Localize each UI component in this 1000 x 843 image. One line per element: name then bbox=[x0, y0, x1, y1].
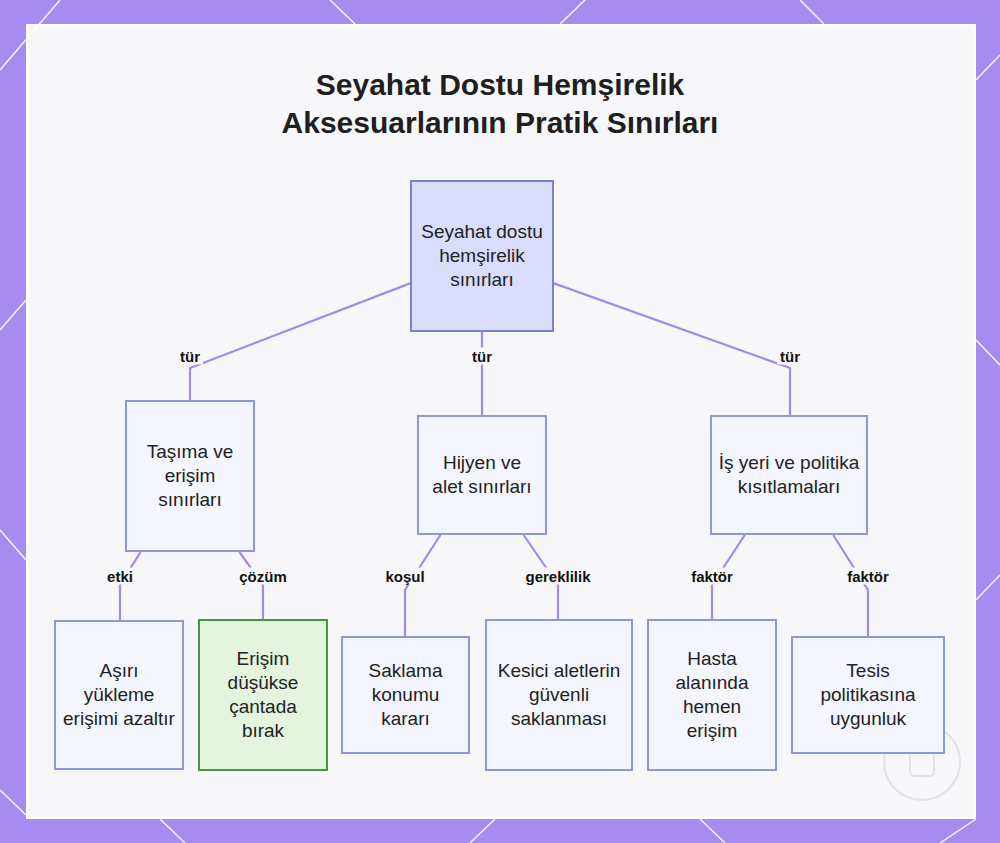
box-text: Hijyen ve alet sınırları bbox=[425, 451, 539, 499]
edge-label: faktör bbox=[844, 568, 892, 585]
box-text: Erişim düşükse çantada bırak bbox=[206, 647, 320, 743]
edge-label: etki bbox=[104, 568, 136, 585]
box-text: Saklama konumu kararı bbox=[349, 659, 462, 731]
connector-line bbox=[833, 535, 868, 636]
box-text: Aşırı yükleme erişimi azaltır bbox=[62, 659, 176, 731]
edge-label: koşul bbox=[382, 568, 427, 585]
connector-line bbox=[554, 283, 790, 415]
diagram-title: Seyahat Dostu Hemşirelik Aksesuarlarının… bbox=[210, 66, 790, 142]
edge-label: faktör bbox=[688, 568, 736, 585]
leaf-box: Aşırı yükleme erişimi azaltır bbox=[54, 620, 184, 770]
connector-line bbox=[120, 552, 141, 620]
box-text: Kesici aletlerin güvenli saklanması bbox=[493, 659, 625, 731]
connector-line bbox=[239, 552, 263, 619]
connector-line bbox=[481, 332, 483, 415]
box-text: Hasta alanında hemen erişim bbox=[655, 647, 769, 743]
edge-label: tür bbox=[177, 348, 203, 365]
leaf-box: Saklama konumu kararı bbox=[341, 636, 470, 754]
solution-box: Erişim düşükse çantada bırak bbox=[198, 619, 328, 771]
leaf-box: Kesici aletlerin güvenli saklanması bbox=[485, 619, 633, 771]
box-text: İş yeri ve politika kısıtlamaları bbox=[718, 451, 860, 499]
box-text: Seyahat dostu hemşirelik sınırları bbox=[418, 220, 546, 292]
leaf-box: Hasta alanında hemen erişim bbox=[647, 619, 777, 771]
edge-label: tür bbox=[469, 348, 495, 365]
box-text: Taşıma ve erişim sınırları bbox=[133, 440, 247, 512]
connector-line bbox=[405, 535, 440, 636]
edge-label: çözüm bbox=[236, 568, 290, 585]
edge-label: gereklilik bbox=[522, 568, 593, 585]
category-box: Hijyen ve alet sınırları bbox=[417, 415, 547, 535]
connector-line bbox=[190, 283, 410, 400]
edge-label: tür bbox=[777, 348, 803, 365]
leaf-box: Tesis politikasına uygunluk bbox=[791, 636, 945, 754]
category-box: İş yeri ve politika kısıtlamaları bbox=[710, 415, 868, 535]
category-box: Taşıma ve erişim sınırları bbox=[125, 400, 255, 552]
box-text: Tesis politikasına uygunluk bbox=[799, 659, 937, 731]
root-box: Seyahat dostu hemşirelik sınırları bbox=[410, 180, 554, 332]
